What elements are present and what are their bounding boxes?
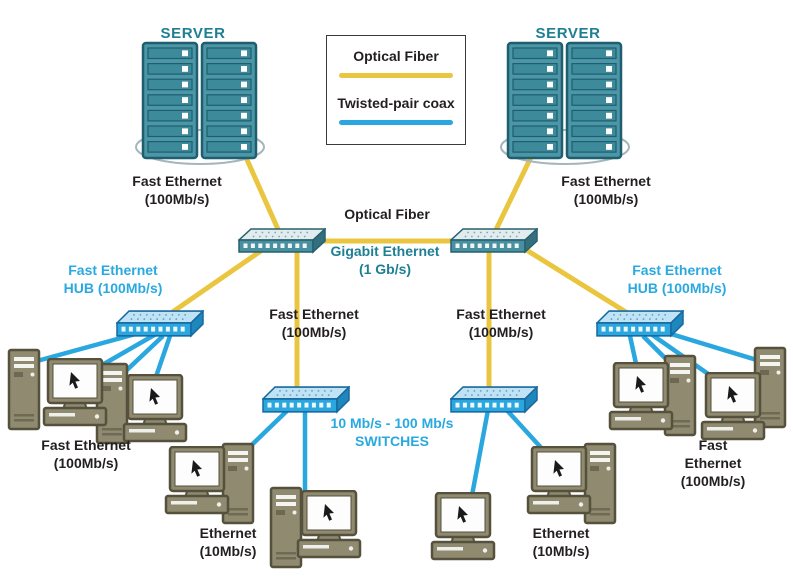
label-fast-ethernet-mid-right: Fast Ethernet (100Mb/s) [456,306,546,340]
pc-workstation [608,362,674,444]
pc-tower [220,442,256,526]
pc-tower [752,346,788,430]
label-fast-ethernet-bottom-left: Fast Ethernet (100Mb/s) [41,437,131,471]
link-optical-fiber [518,243,644,325]
link-twisted-pair [657,327,771,367]
label-fast-ethernet-top-right: Fast Ethernet (100Mb/s) [561,173,651,207]
label-fast-ethernet-top-left: Fast Ethernet (100Mb/s) [132,173,222,207]
legend-label-twisted-pair: Twisted-pair coax [337,95,455,111]
legend-item-optical-fiber: Optical Fiber [337,48,455,78]
pc-workstation [430,492,496,574]
pc-workstation [296,490,362,572]
pc-workstation [526,446,592,528]
link-twisted-pair [467,409,491,507]
pc-workstation [122,374,188,456]
pc-workstation [42,358,108,440]
pc-workstation [700,372,766,454]
server-rack-left [133,40,267,166]
legend: Optical Fiber Twisted-pair coax [326,35,466,145]
label-fast-ethernet-mid-left: Fast Ethernet (100Mb/s) [269,306,359,340]
legend-item-twisted-pair: Twisted-pair coax [337,95,455,125]
label-ethernet-right: Ethernet (10Mb/s) [532,525,590,559]
hub-right [596,310,684,338]
label-ethernet-left: Ethernet (10Mb/s) [199,525,257,559]
server-right-label: SERVER [535,25,601,42]
pc-tower [6,348,42,432]
pc-workstation [164,446,230,528]
server-left-label: SERVER [160,25,226,42]
label-optical-fiber-mid: Optical Fiber [344,206,430,222]
legend-line-twisted-pair-swatch [339,120,453,125]
label-switches: 10 Mb/s - 100 Mb/s SWITCHES [330,415,454,449]
legend-line-optical-fiber-swatch [339,73,453,78]
label-hub-right: Fast Ethernet HUB (100Mb/s) [627,262,727,296]
label-hub-left: Fast Ethernet HUB (100Mb/s) [63,262,163,296]
switch-bottom-left [262,386,350,414]
label-fast-ethernet-bottom-right: Fast Ethernet (100Mb/s) [680,437,746,489]
server-rack-right [498,40,632,166]
label-gigabit-ethernet: Gigabit Ethernet (1 Gb/s) [330,243,440,277]
pc-tower [582,442,618,526]
legend-label-optical-fiber: Optical Fiber [353,48,439,64]
switch-bottom-right [450,386,538,414]
hub-left [116,310,204,338]
gigabit-switch-right [450,228,538,254]
link-optical-fiber [156,243,270,325]
gigabit-switch-left [238,228,326,254]
